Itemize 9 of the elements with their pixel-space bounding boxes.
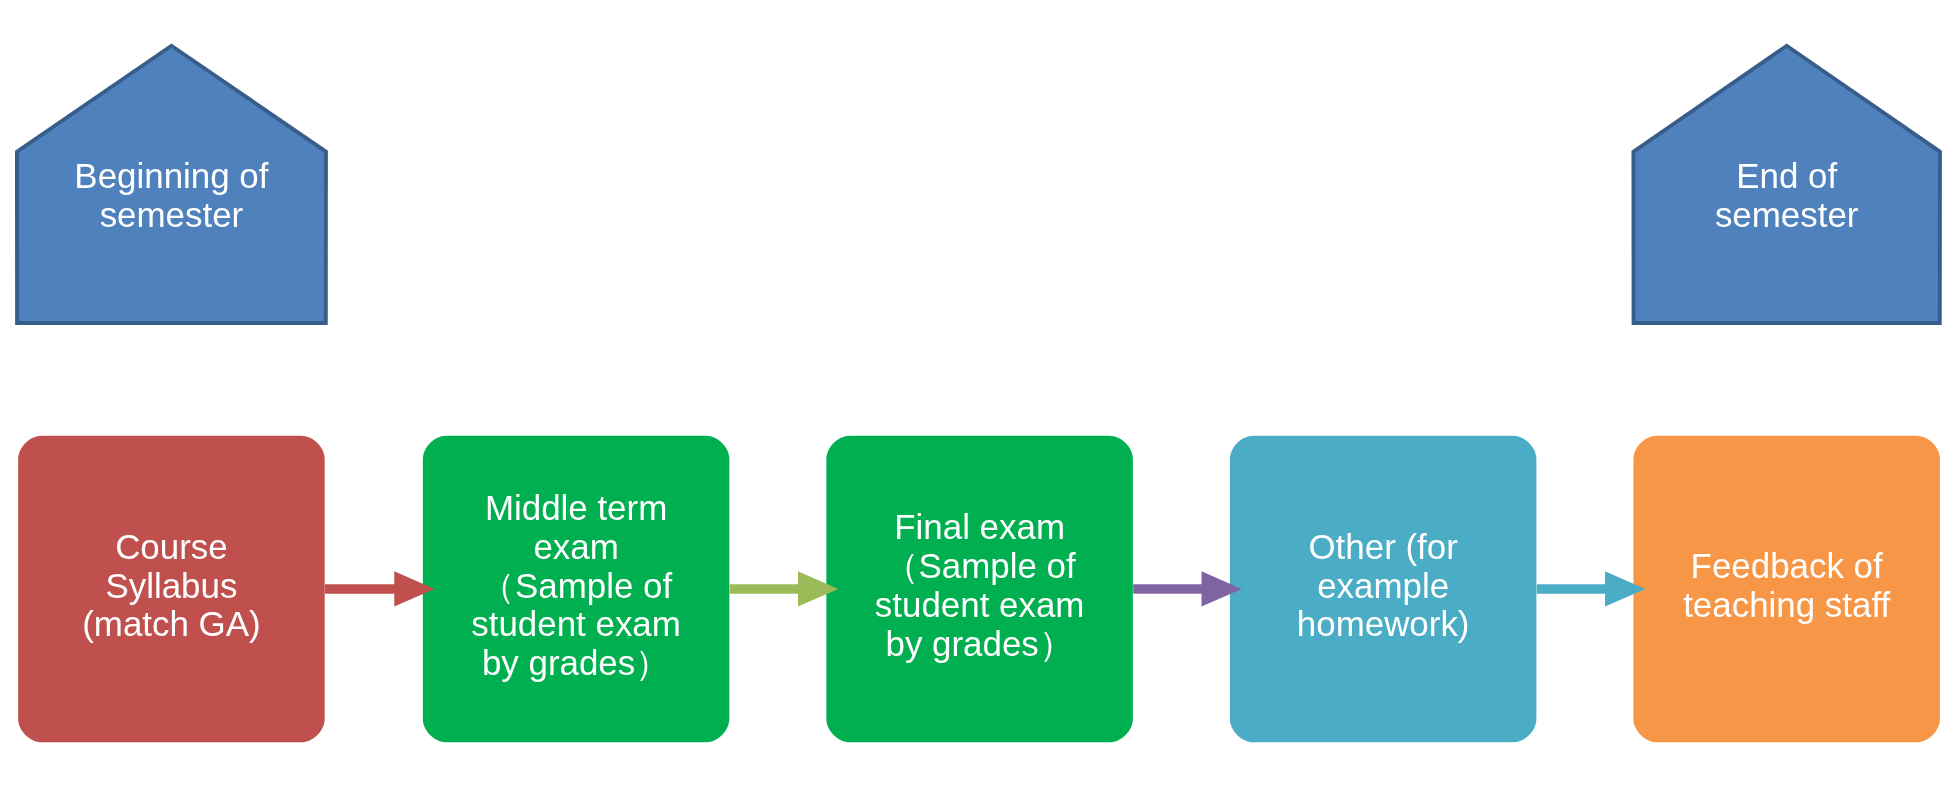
node-box: Middle term exam （Sample of student exam by grades） [422,435,730,743]
node-box: Course Syllabus (match GA) [18,435,325,743]
node-box: Other (for example homework) [1229,435,1537,743]
node-box: Feedback of teaching staff [1633,435,1940,743]
arrow [729,571,839,607]
arrow [324,571,435,607]
node-box: Final exam （Sample of student exam by grades） [826,435,1133,743]
arrow [1536,571,1646,607]
arrow [1133,571,1242,607]
